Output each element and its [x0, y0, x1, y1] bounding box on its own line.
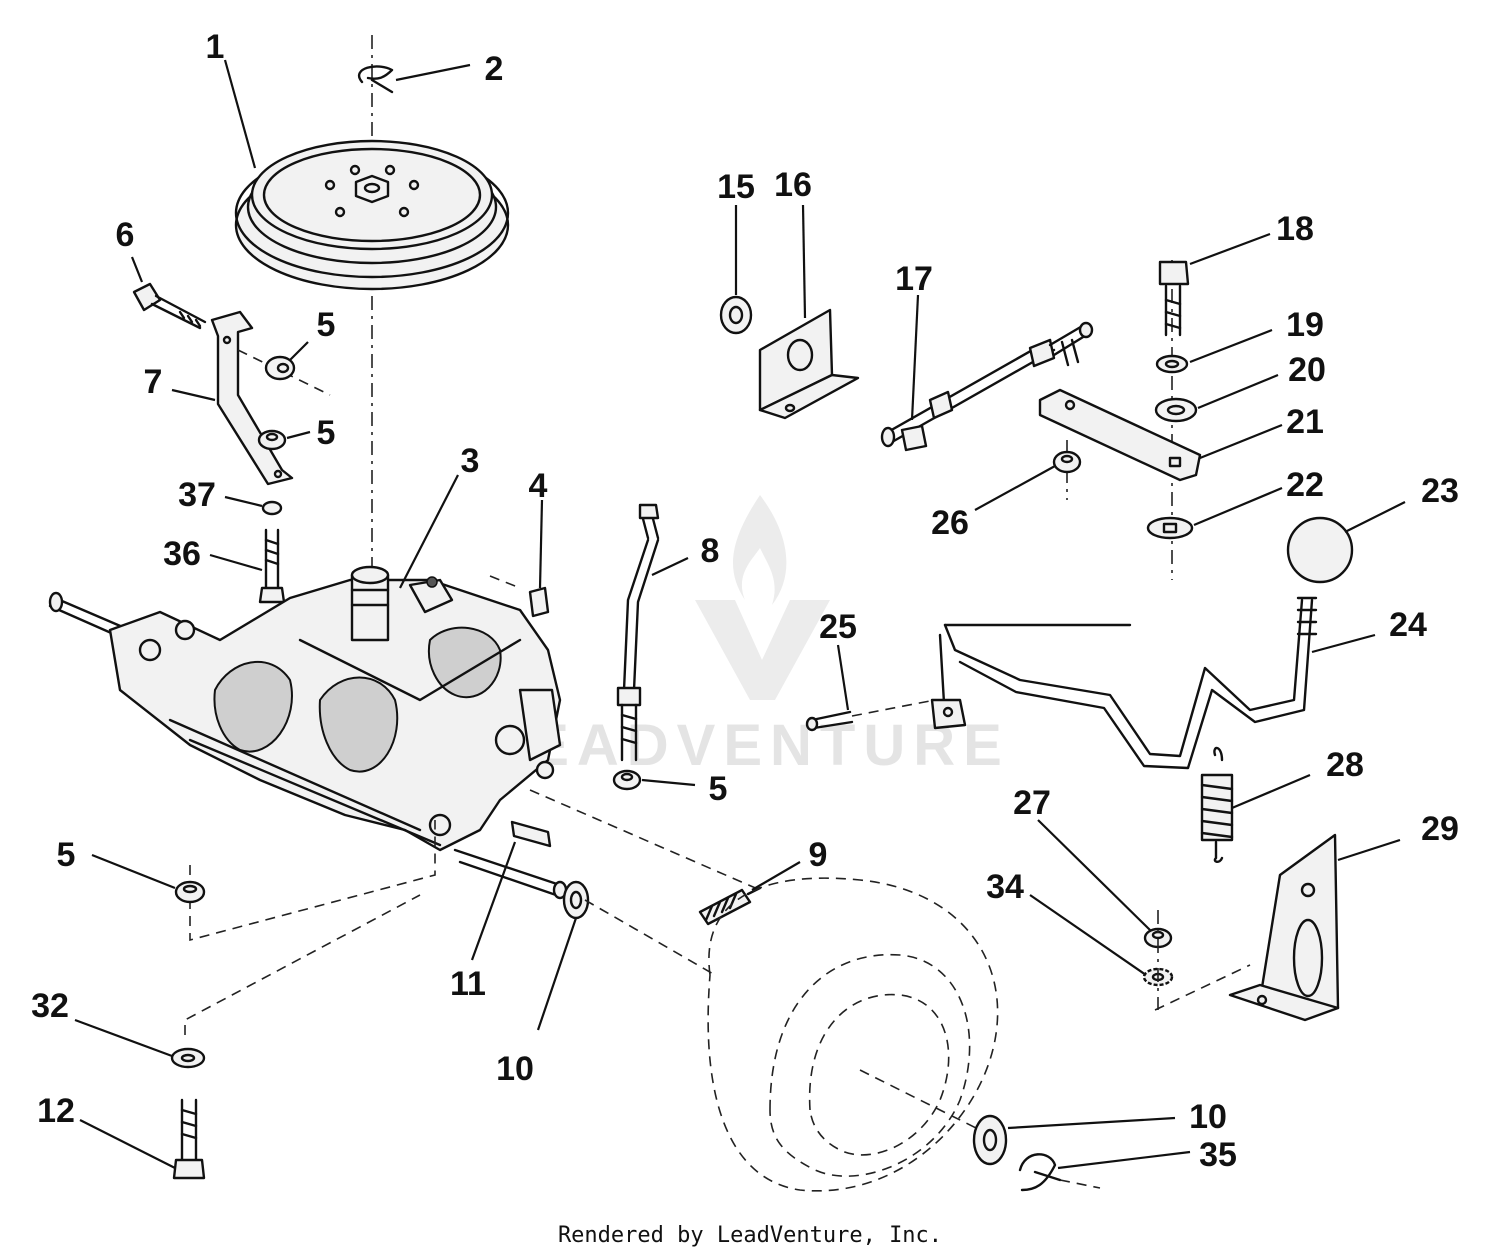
callout-6: 6	[116, 216, 135, 254]
nut-26	[1052, 450, 1082, 474]
callout-37: 37	[178, 476, 216, 514]
washer-22	[1146, 516, 1194, 540]
callout-10b: 10	[1189, 1098, 1227, 1136]
callout-19: 19	[1286, 306, 1324, 344]
nut-5-upper	[264, 355, 296, 381]
pulley	[234, 139, 510, 291]
callout-32: 32	[31, 987, 69, 1025]
nut-5-left	[174, 880, 206, 904]
callout-12: 12	[37, 1092, 75, 1130]
v-logo-icon	[695, 600, 830, 700]
dash-mount-left	[189, 820, 436, 942]
callout-5c: 5	[709, 770, 728, 808]
washer-10-wheel	[972, 1114, 1008, 1166]
rod-8	[616, 503, 660, 762]
washer-37	[261, 500, 283, 516]
bolt-6	[132, 282, 207, 330]
bolt-36	[258, 528, 286, 604]
bracket-16	[758, 308, 860, 420]
callout-27: 27	[1013, 784, 1051, 822]
callout-36: 36	[163, 535, 201, 573]
callout-22: 22	[1286, 466, 1324, 504]
callout-3: 3	[461, 442, 480, 480]
washer-10-axle	[562, 880, 590, 920]
knob-23	[1286, 516, 1354, 584]
washer-32	[170, 1047, 206, 1069]
callout-29: 29	[1421, 810, 1459, 848]
pulley-clip	[358, 65, 394, 94]
link-plate-21	[1038, 388, 1202, 482]
nut-5-lower	[257, 429, 287, 451]
callout-7: 7	[144, 363, 163, 401]
callout-24: 24	[1389, 606, 1427, 644]
callout-5d: 5	[57, 836, 76, 874]
callout-10a: 10	[496, 1050, 534, 1088]
washer-19	[1155, 354, 1189, 374]
callout-5a: 5	[317, 306, 336, 344]
callout-21: 21	[1286, 403, 1324, 441]
transaxle	[48, 565, 568, 900]
bracket-29	[1228, 833, 1340, 1022]
callout-1: 1	[206, 28, 225, 66]
watermark-text: EADVENTURE	[530, 713, 1010, 778]
callout-28: 28	[1326, 746, 1364, 784]
callout-8: 8	[701, 532, 720, 570]
callouts: 1 2 3 4 5 5 5 5 6 7 8 9 10 10 11 12 15 1…	[31, 28, 1459, 1174]
leader-lines	[74, 59, 1406, 1170]
dash-mount-lower	[184, 894, 421, 1035]
callout-11: 11	[450, 965, 486, 1003]
callout-26: 26	[931, 504, 969, 542]
callout-4: 4	[529, 467, 548, 505]
tire	[707, 877, 999, 1192]
dash-transaxle-wheel	[529, 789, 761, 891]
flame-logo-icon	[733, 495, 787, 605]
bracket-7	[210, 310, 294, 486]
key-4	[528, 586, 550, 618]
callout-15: 15	[717, 168, 755, 206]
callout-23: 23	[1421, 472, 1459, 510]
washer-15	[719, 295, 753, 335]
lever-24	[930, 596, 1318, 770]
clip-35	[1018, 1153, 1062, 1192]
bolt-12	[172, 1098, 206, 1180]
footer-credit: Rendered by LeadVenture, Inc.	[558, 1223, 942, 1248]
linkage-17	[880, 321, 1094, 452]
callout-2: 2	[485, 50, 504, 88]
washer-20	[1154, 397, 1198, 423]
callout-5b: 5	[317, 414, 336, 452]
spring-28	[1200, 746, 1234, 863]
callout-25: 25	[819, 608, 857, 646]
bolt-18	[1158, 260, 1190, 337]
callout-17: 17	[895, 260, 933, 298]
callout-34: 34	[986, 868, 1024, 906]
callout-9: 9	[809, 836, 828, 874]
watermark: EADVENTURE	[530, 495, 1010, 778]
callout-16: 16	[774, 166, 812, 204]
callout-18: 18	[1276, 210, 1314, 248]
nut-5-rod	[612, 769, 642, 791]
callout-20: 20	[1288, 351, 1326, 389]
pin-25	[810, 710, 854, 730]
callout-35: 35	[1199, 1136, 1237, 1174]
key-11	[510, 820, 552, 848]
